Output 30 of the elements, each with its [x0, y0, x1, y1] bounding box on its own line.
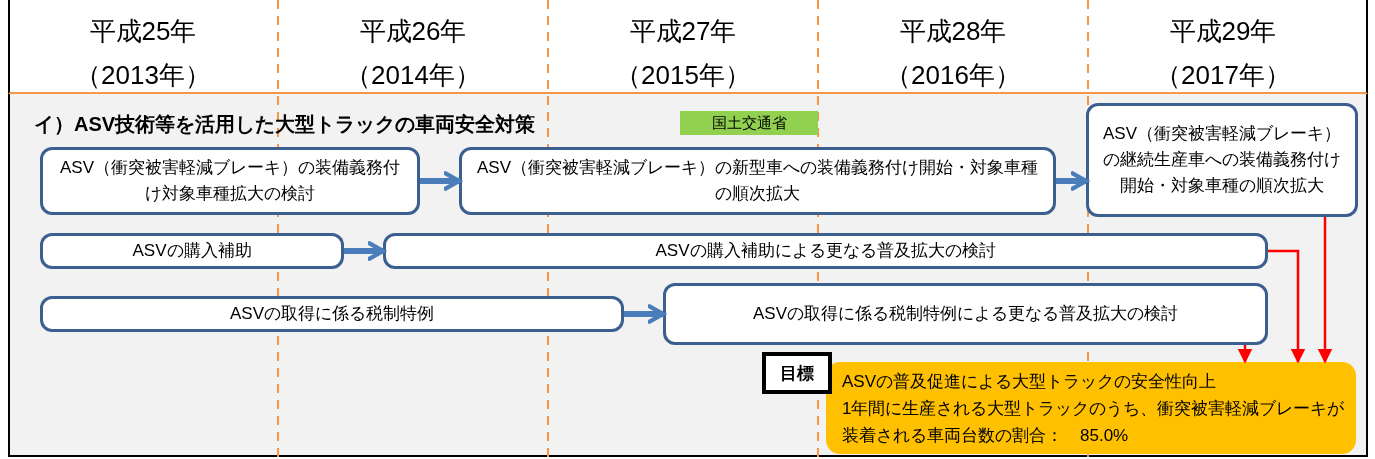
ministry-tag: 国土交通省 [680, 111, 818, 135]
year-label: （2015年） [614, 59, 752, 92]
section-heading: イ）ASV技術等を活用した大型トラックの車両安全対策 [34, 112, 536, 137]
year-label: （2017年） [1154, 59, 1292, 92]
year-label: （2013年） [74, 59, 212, 92]
measure-box: ASV（衝突被害軽減ブレーキ）の新型車への装備義務付け開始・対象車種の順次拡大 [459, 147, 1056, 215]
measure-box: ASVの取得に係る税制特例 [40, 296, 624, 332]
measure-box: ASV（衝突被害軽減ブレーキ）の継続生産車への装備義務付け開始・対象車種の順次拡大 [1086, 103, 1358, 217]
era-year-label: 平成27年 [628, 15, 738, 48]
measure-box: ASVの購入補助 [40, 233, 344, 269]
arrow [420, 171, 462, 191]
target-badge: 目標 [762, 352, 832, 394]
measure-box: ASV（衝突被害軽減ブレーキ）の装備義務付け対象車種拡大の検討 [40, 147, 420, 215]
arrow [1268, 249, 1306, 364]
measure-box: ASVの購入補助による更なる普及拡大の検討 [383, 233, 1268, 269]
year-label: （2016年） [884, 59, 1022, 92]
goal-text: ASVの普及促進による大型トラックの安全性向上 [842, 370, 1217, 393]
goal-box [826, 362, 1356, 454]
era-year-label: 平成28年 [898, 15, 1008, 48]
arrow [1056, 171, 1089, 191]
goal-text: 1年間に生産される大型トラックのうち、衝突被害軽減ブレーキが装着される車両台数の割合： 85.0% [842, 397, 1346, 447]
era-year-label: 平成25年 [88, 15, 198, 48]
arrow [624, 304, 666, 324]
measure-box: ASVの取得に係る税制特例による更なる普及拡大の検討 [663, 283, 1268, 345]
era-year-label: 平成29年 [1168, 15, 1278, 48]
year-label: （2014年） [344, 59, 482, 92]
arrow [1317, 217, 1333, 364]
arrow [344, 241, 386, 261]
arrow [1237, 345, 1253, 364]
era-year-label: 平成26年 [358, 15, 468, 48]
